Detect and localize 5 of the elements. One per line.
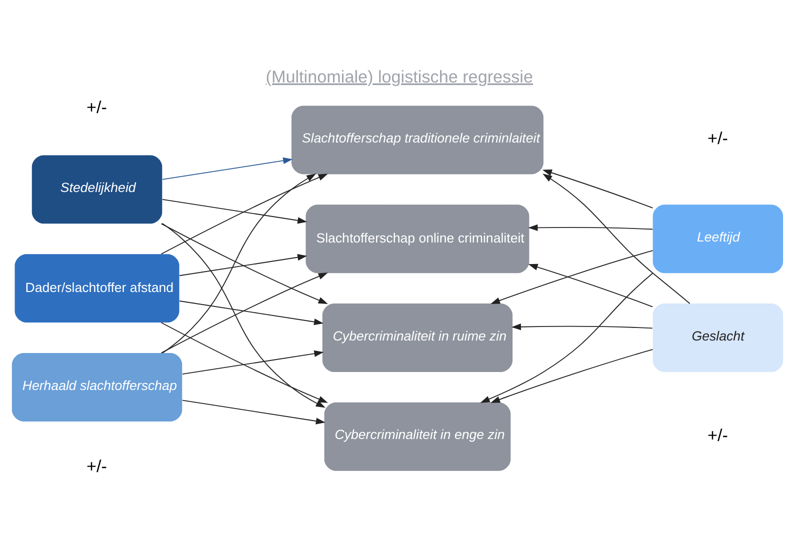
diagram-title: (Multinomiale) logistische regressie [266, 67, 534, 86]
label: +/- [86, 98, 108, 117]
label: +/- [707, 426, 728, 445]
label: +/- [86, 457, 108, 476]
label: +/- [707, 129, 728, 148]
